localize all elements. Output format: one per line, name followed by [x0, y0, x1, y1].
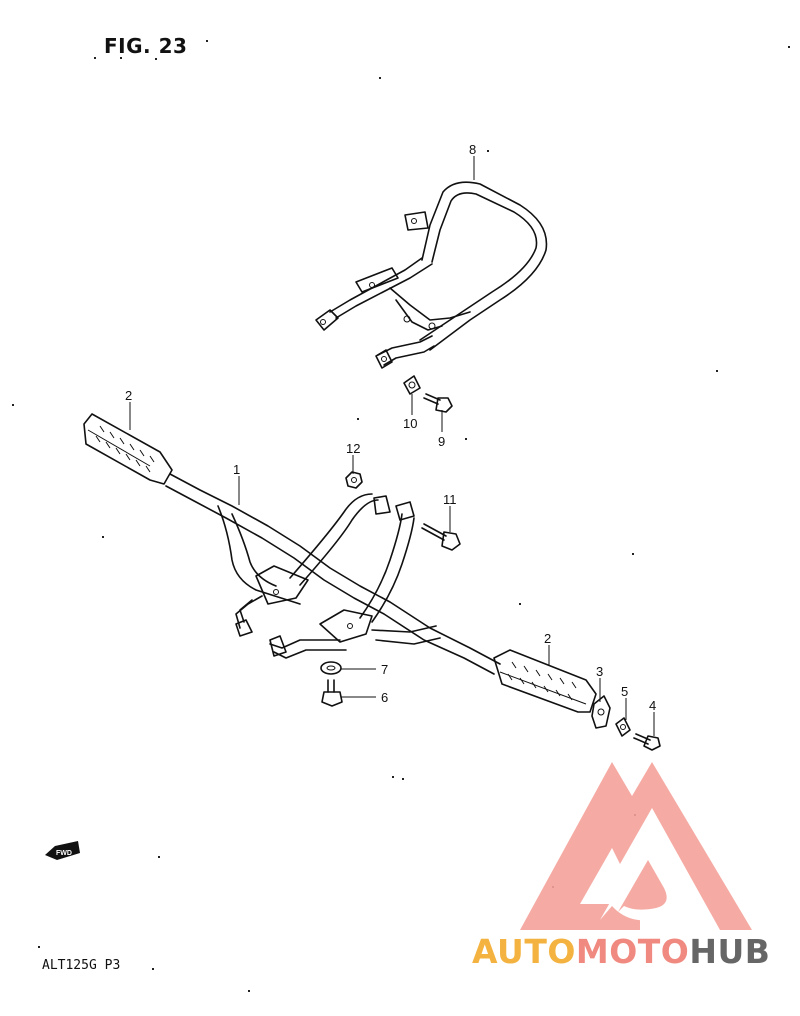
callout-3: 3: [596, 664, 603, 679]
callout-10: 10: [403, 416, 417, 431]
part-10-washer: [403, 375, 421, 395]
brand-part-auto: AUTO: [472, 932, 576, 971]
callout-5: 5: [621, 684, 628, 699]
part-9-bolt: [423, 393, 453, 413]
callout-6: 6: [381, 690, 388, 705]
callout-9: 9: [438, 434, 445, 449]
brand-part-hub: HUB: [689, 932, 771, 971]
watermark-brand: AUTOMOTOHUB: [472, 932, 770, 971]
fwd-label: FWD: [56, 850, 72, 857]
callout-2-left: 2: [125, 388, 132, 403]
part-2-right-footpeg: [493, 649, 597, 713]
callout-numbers: 1 2 2 3 4 5 6 7 8 9 10 11 12: [125, 142, 656, 713]
part-6-bolt: [321, 679, 343, 707]
part-1-footrest-frame: [165, 473, 501, 675]
callout-1: 1: [233, 462, 240, 477]
model-code: ALT125G P3: [42, 958, 121, 973]
callout-8: 8: [469, 142, 476, 157]
part-7-washer: [320, 661, 342, 675]
part-12-nut: [345, 471, 363, 489]
figure-title: FIG. 23: [104, 34, 188, 58]
watermark-logo: [520, 762, 752, 930]
part-4-bolt: [633, 733, 661, 751]
callout-4: 4: [649, 698, 656, 713]
callout-2-right: 2: [544, 631, 551, 646]
brand-part-moto: MOTO: [575, 932, 690, 971]
part-3-peg-bracket: [591, 695, 611, 729]
part-8-rear-carrier: [315, 181, 548, 369]
callout-12: 12: [346, 441, 360, 456]
callout-7: 7: [381, 662, 388, 677]
fwd-arrow-icon: FWD: [45, 841, 80, 860]
leader-lines: [129, 156, 655, 736]
callout-11: 11: [443, 492, 457, 507]
part-2-left-footpeg: [83, 413, 173, 485]
part-5-washer: [615, 717, 631, 737]
part-11-bolt: [421, 523, 461, 551]
